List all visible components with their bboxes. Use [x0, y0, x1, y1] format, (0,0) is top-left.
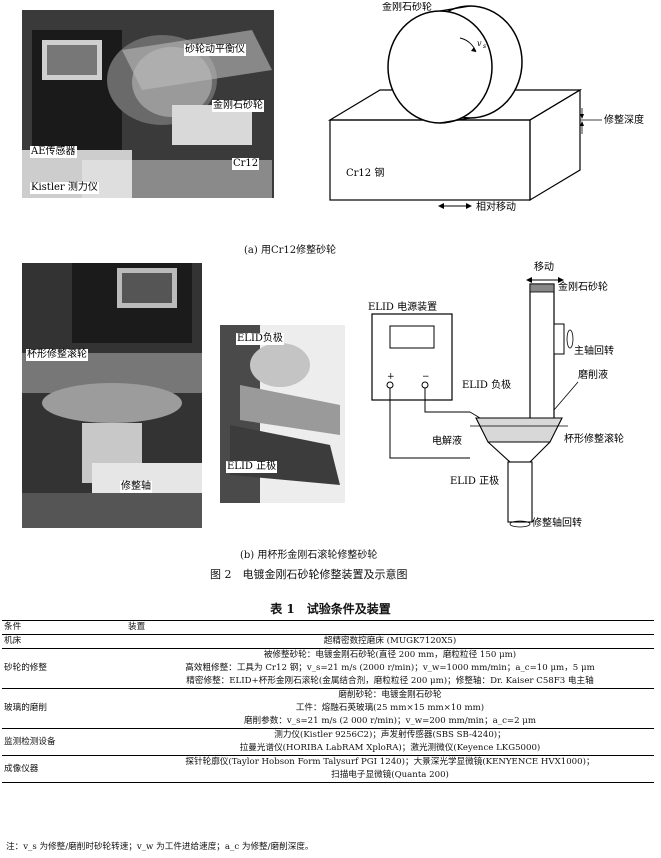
- label-diamond-wheel-b: 金刚石砂轮: [558, 280, 608, 293]
- row-line: 磨削参数：v_s=21 m/s (2 000 r/min)；v_w=200 mm…: [243, 716, 537, 726]
- label-minus: −: [422, 372, 430, 382]
- label-coolant: 磨削液: [578, 368, 608, 381]
- label-electrolyte: 电解液: [432, 434, 462, 447]
- header-equipment: 装置: [128, 622, 146, 632]
- table-note: 注：v_s 为修整/磨削时砂轮转速；v_w 为工件进给速度；a_c 为修整/磨削…: [6, 842, 314, 852]
- row-line: 工件：熔融石英玻璃(25 mm×15 mm×10 mm): [295, 703, 485, 713]
- photo-cr12-dressing-setup: 砂轮动平衡仪 金刚石砂轮 Cr12 AE传感器 Kistler 测力仪: [22, 10, 274, 198]
- row-name: 机床: [4, 636, 22, 646]
- table-row: 砂轮的修整 被修整砂轮：电镀金刚石砂轮(直径 200 mm，磨粒粒径 150 μ…: [2, 648, 654, 673]
- label-spindle-rotation: 主轴回转: [574, 344, 614, 357]
- figure-caption: 图 2 电镀金刚石砂轮修整装置及示意图: [210, 568, 408, 581]
- photo-elid-electrodes: ELID负极 ELID 正极: [220, 325, 345, 503]
- label-relative-motion: 相对移动: [476, 200, 516, 213]
- table-row: 成像仪器 探针轮廓仪(Taylor Hobson Form Talysurf P…: [2, 755, 654, 774]
- table-row: 扫描电子显微镜(Quanta 200): [2, 769, 654, 783]
- label-elid-neg-photo: ELID负极: [236, 333, 284, 345]
- caption-fig-a: (a) 用Cr12修整砂轮: [244, 245, 337, 256]
- photo-elid-illustration: [220, 325, 345, 503]
- caption-fig-b: (b) 用杯形金刚石滚轮修整砂轮: [240, 550, 378, 561]
- label-plus: +: [387, 372, 395, 382]
- row-name: 玻璃的磨削: [4, 703, 47, 713]
- label-move: 移动: [534, 260, 554, 273]
- row-line: 拉曼光谱仪(HORIBA LabRAM XploRA)；激光测微仪(Keyenc…: [239, 743, 541, 753]
- experiment-table: 条件 装置 机床 超精密数控磨床 (MUGK7120X5) 砂轮的修整 被修整砂…: [2, 620, 654, 783]
- row-line: 超精密数控磨床 (MUGK7120X5): [323, 636, 457, 646]
- label-kistler: Kistler 测力仪: [30, 182, 99, 194]
- label-elid-pos-schematic: ELID 正极: [450, 474, 499, 487]
- label-ae-sensor: AE传感器: [30, 146, 77, 158]
- label-cr12-photo: Cr12: [232, 158, 260, 170]
- photo-cup-roller-setup: 杯形修整滚轮 修整轴: [22, 263, 202, 528]
- header-condition: 条件: [4, 622, 22, 632]
- table-row: 拉曼光谱仪(HORIBA LabRAM XploRA)；激光测微仪(Keyenc…: [2, 742, 654, 756]
- row-line: 扫描电子显微镜(Quanta 200): [331, 770, 449, 780]
- row-name: 成像仪器: [4, 763, 39, 774]
- table-row: 磨削参数：v_s=21 m/s (2 000 r/min)；v_w=200 mm…: [2, 715, 654, 729]
- label-dressing-depth: 修整深度: [604, 113, 644, 126]
- table-row: 监测检测设备 测力仪(Kistler 9256C2)；声发射传感器(SBS SB…: [2, 728, 654, 747]
- label-vs: v: [477, 39, 482, 48]
- row-line: 探针轮廓仪(Taylor Hobson Form Talysurf PGI 12…: [185, 757, 595, 767]
- row-name: 砂轮的修整: [4, 663, 47, 673]
- row-line: 被修整砂轮：电镀金刚石砂轮(直径 200 mm，磨粒粒径 150 μm): [263, 650, 517, 660]
- row-line: 精密修整：ELID+杯形金刚石滚轮(金属结合剂，磨粒粒径 200 μm)；修整轴…: [186, 676, 594, 686]
- row-line: 磨削砂轮：电镀金刚石砂轮: [338, 690, 442, 700]
- table-title: 表 1 试验条件及装置: [270, 602, 391, 616]
- label-shaft-rotation: 修整轴回转: [532, 516, 582, 529]
- table-row: 高效粗修整：工具为 Cr12 钢；v_s=21 m/s (2000 r/min)…: [2, 662, 654, 675]
- label-cup-roller-photo: 杯形修整滚轮: [26, 349, 88, 361]
- label-cr12-steel: Cr12 钢: [346, 166, 384, 179]
- row-line: 高效粗修整：工具为 Cr12 钢；v_s=21 m/s (2000 r/min)…: [185, 663, 595, 673]
- table-row: 玻璃的磨削 磨削砂轮：电镀金刚石砂轮: [2, 688, 654, 713]
- row-name: 监测检测设备: [4, 736, 56, 747]
- schematic-cr12-dressing: 金刚石砂轮 v s 修整深度 Cr12 钢 相对移动: [327, 2, 644, 213]
- row-line: 测力仪(Kistler 9256C2)；声发射传感器(SBS SB-4240)；: [274, 730, 506, 740]
- photo-cr12-illustration: [22, 10, 274, 198]
- table-row: 精密修整：ELID+杯形金刚石滚轮(金属结合剂，磨粒粒径 200 μm)；修整轴…: [2, 675, 654, 689]
- label-diamond-wheel-schematic: 金刚石砂轮: [382, 2, 432, 13]
- label-balancer: 砂轮动平衡仪: [184, 44, 246, 56]
- label-vs-sub: s: [483, 43, 486, 50]
- schematic-elid-dressing: ELID 电源装置 + − 移动 金刚石砂轮 主轴回转 ELID 负极 磨削液 …: [368, 260, 624, 529]
- label-elid-pos-photo: ELID 正极: [226, 461, 278, 473]
- label-power-supply: ELID 电源装置: [368, 300, 437, 313]
- table-header-row: 条件 装置: [2, 620, 654, 635]
- table-row: 机床 超精密数控磨床 (MUGK7120X5): [2, 634, 654, 649]
- photo-cup-roller-illustration: [22, 263, 202, 528]
- label-diamond-wheel-photo: 金刚石砂轮: [212, 100, 264, 112]
- label-cup-roller-schematic: 杯形修整滚轮: [564, 432, 624, 445]
- label-elid-neg-schematic: ELID 负极: [462, 378, 511, 391]
- table-row: 工件：熔融石英玻璃(25 mm×15 mm×10 mm): [2, 702, 654, 715]
- label-dressing-shaft-photo: 修整轴: [120, 481, 152, 493]
